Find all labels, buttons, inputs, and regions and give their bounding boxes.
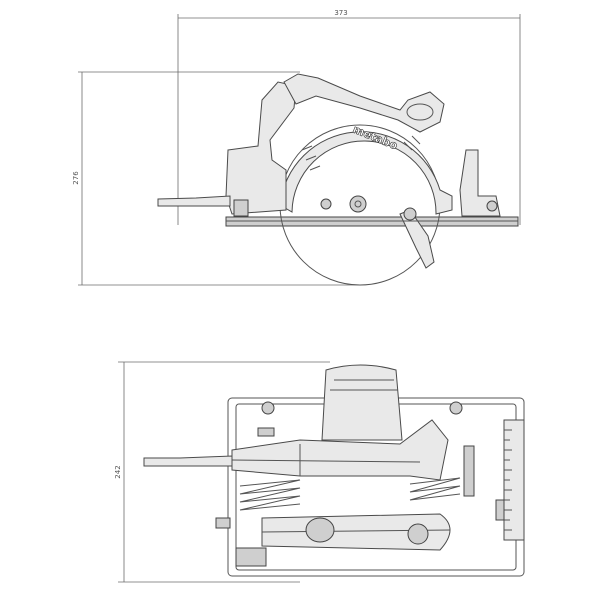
dimension-depth-label: 242 xyxy=(114,465,122,478)
saw-top-view xyxy=(143,364,525,577)
arbor-nut xyxy=(349,195,367,213)
spring-mechanism xyxy=(239,477,461,511)
dimension-height-label: 276 xyxy=(72,171,80,185)
power-cable xyxy=(157,195,231,207)
handle-top xyxy=(231,419,449,481)
dimension-width-label: 373 xyxy=(334,9,347,17)
blade-guard xyxy=(279,131,453,215)
brand-logo: metabo xyxy=(351,123,400,153)
handle xyxy=(283,73,445,133)
depth-adjust-post xyxy=(459,149,501,217)
top-view-dimensions: 242 xyxy=(114,361,330,583)
side-view-dimensions: 373 276 xyxy=(72,9,521,286)
saw-side-view: metabo xyxy=(157,73,519,286)
power-cable-top xyxy=(143,455,233,467)
motor-housing xyxy=(225,81,297,215)
motor-top xyxy=(321,364,403,441)
handle-grip xyxy=(406,103,434,121)
